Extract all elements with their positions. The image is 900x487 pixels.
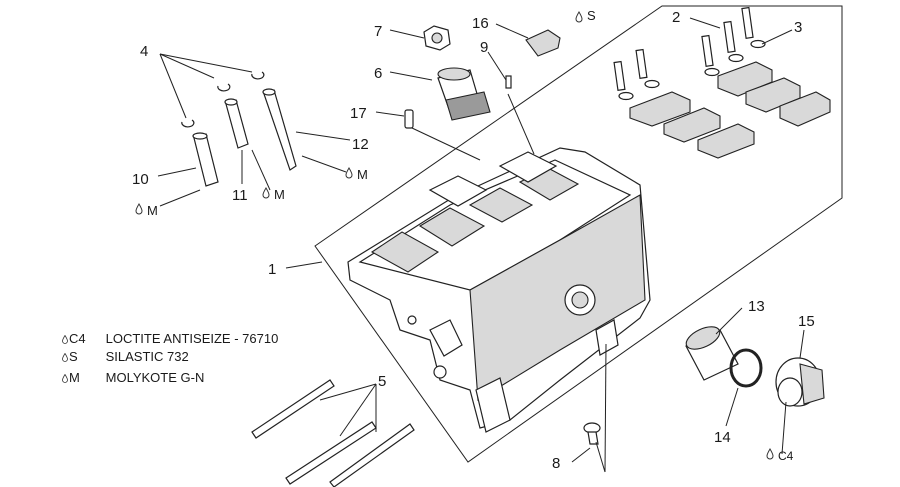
callout-labels: 1 2 3 4 5 6 7 8 9 10 11 12 13 14 15 16 1… xyxy=(132,9,815,472)
callout-15: 15 xyxy=(798,313,815,330)
o-ring-14 xyxy=(729,348,763,388)
callout-17: 17 xyxy=(350,105,367,122)
legend-text: MOLYKOTE G-N xyxy=(105,370,205,385)
marker-m-10: M xyxy=(147,203,158,218)
cap-16 xyxy=(525,29,561,57)
marker-m-12: M xyxy=(357,167,368,182)
legend-code: C4 xyxy=(69,331,86,346)
callout-16: 16 xyxy=(472,15,489,32)
callout-13: 13 xyxy=(748,298,765,315)
callout-14: 14 xyxy=(714,429,731,446)
assembly-frame xyxy=(314,5,843,463)
plug-15 xyxy=(775,357,825,407)
callout-5: 5 xyxy=(378,373,386,390)
callout-2: 2 xyxy=(672,9,680,26)
leader-lines xyxy=(157,17,805,473)
drop-icon xyxy=(62,374,68,383)
nut-7 xyxy=(423,25,451,51)
legend-code: S xyxy=(69,349,78,364)
drop-icon xyxy=(262,187,270,199)
callout-1: 1 xyxy=(268,261,276,278)
drop-icon xyxy=(135,203,143,215)
marker-c4-15: C4 xyxy=(778,449,794,463)
callout-4: 4 xyxy=(140,43,148,60)
legend-row-s: S SILASTIC 732 xyxy=(62,348,189,366)
bolt-8 xyxy=(583,422,601,445)
pin-17 xyxy=(404,109,414,129)
camshaft-bearing-caps xyxy=(629,61,831,159)
legend-row-c4: C4 LOCTITE ANTISEIZE - 76710 xyxy=(62,330,278,348)
drop-icon xyxy=(62,335,68,344)
studs-5 xyxy=(251,379,415,487)
legend-text: LOCTITE ANTISEIZE - 76710 xyxy=(105,331,279,346)
callout-8: 8 xyxy=(552,455,560,472)
legend-row-m: M MOLYKOTE G-N xyxy=(62,369,204,387)
drop-icon xyxy=(62,353,68,362)
cylinder-head xyxy=(347,147,651,433)
pin-9 xyxy=(505,75,512,89)
plug-13 xyxy=(685,326,739,381)
legend-code: M xyxy=(69,370,80,385)
callout-11: 11 xyxy=(232,187,248,204)
dowels xyxy=(192,88,297,187)
callout-9: 9 xyxy=(480,39,488,56)
marker-s-top: S xyxy=(587,8,596,23)
callout-7: 7 xyxy=(374,23,382,40)
circlips-4 xyxy=(181,71,265,128)
lubricant-markers: S M M M C4 xyxy=(135,8,794,463)
callout-10: 10 xyxy=(132,171,149,188)
marker-m-11: M xyxy=(274,187,285,202)
cap-bolts xyxy=(613,6,766,101)
drop-icon xyxy=(345,167,353,179)
legend-text: SILASTIC 732 xyxy=(105,349,189,364)
sleeve-6 xyxy=(437,67,491,121)
callout-12: 12 xyxy=(352,136,369,153)
callout-6: 6 xyxy=(374,65,382,82)
callout-3: 3 xyxy=(794,19,802,36)
drop-icon xyxy=(575,11,583,23)
drop-icon xyxy=(766,448,774,460)
